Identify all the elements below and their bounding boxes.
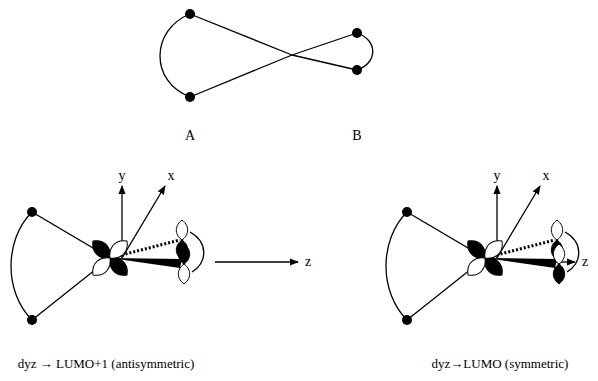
axis-label: y	[494, 168, 501, 183]
ligand-label: A	[185, 128, 195, 143]
transition-caption: dyz → LUMO+1 (antisymmetric)	[18, 357, 195, 371]
antisymmetric-orbital-figure	[11, 186, 298, 325]
symmetric-orbital-figure	[386, 186, 579, 325]
axis-label: z	[305, 254, 311, 269]
axis-label: x	[168, 168, 175, 183]
chelate-scheme	[160, 9, 373, 102]
ligand-label: B	[352, 128, 361, 143]
axis-label: y	[119, 168, 126, 183]
transition-caption: dyz→LUMO (symmetric)	[432, 357, 569, 371]
axis-label: z	[582, 254, 588, 269]
axis-label: x	[543, 168, 550, 183]
